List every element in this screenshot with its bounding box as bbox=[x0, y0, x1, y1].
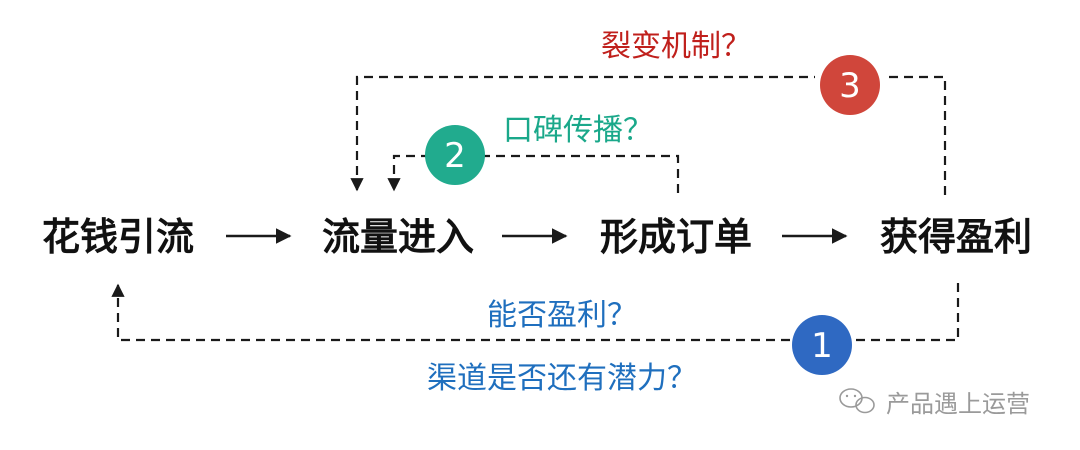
loop-2-question: 口碑传播？ bbox=[503, 113, 653, 148]
badge-2-number: 2 bbox=[444, 136, 466, 176]
node-traffic-in: 流量进入 bbox=[322, 215, 474, 259]
badge-3 bbox=[820, 55, 880, 115]
node-get-profit: 获得盈利 bbox=[880, 215, 1032, 259]
loop-3-path bbox=[350, 75, 947, 195]
loop-1-question-b: 渠道是否还有潜力？ bbox=[427, 361, 697, 396]
loop-1-question-a: 能否盈利？ bbox=[487, 298, 637, 333]
badge-3-number: 3 bbox=[839, 66, 861, 106]
node-form-order: 形成订单 bbox=[600, 215, 752, 259]
badge-2 bbox=[425, 125, 485, 185]
node-spend-traffic: 花钱引流 bbox=[42, 215, 194, 259]
loop-3-question: 裂变机制？ bbox=[601, 29, 751, 64]
badge-1 bbox=[792, 315, 852, 375]
badge-1-number: 1 bbox=[811, 326, 833, 366]
loop-2-path bbox=[387, 154, 680, 193]
watermark-text: 产品遇上运营 bbox=[886, 390, 1030, 418]
wechat-icon bbox=[839, 388, 875, 414]
